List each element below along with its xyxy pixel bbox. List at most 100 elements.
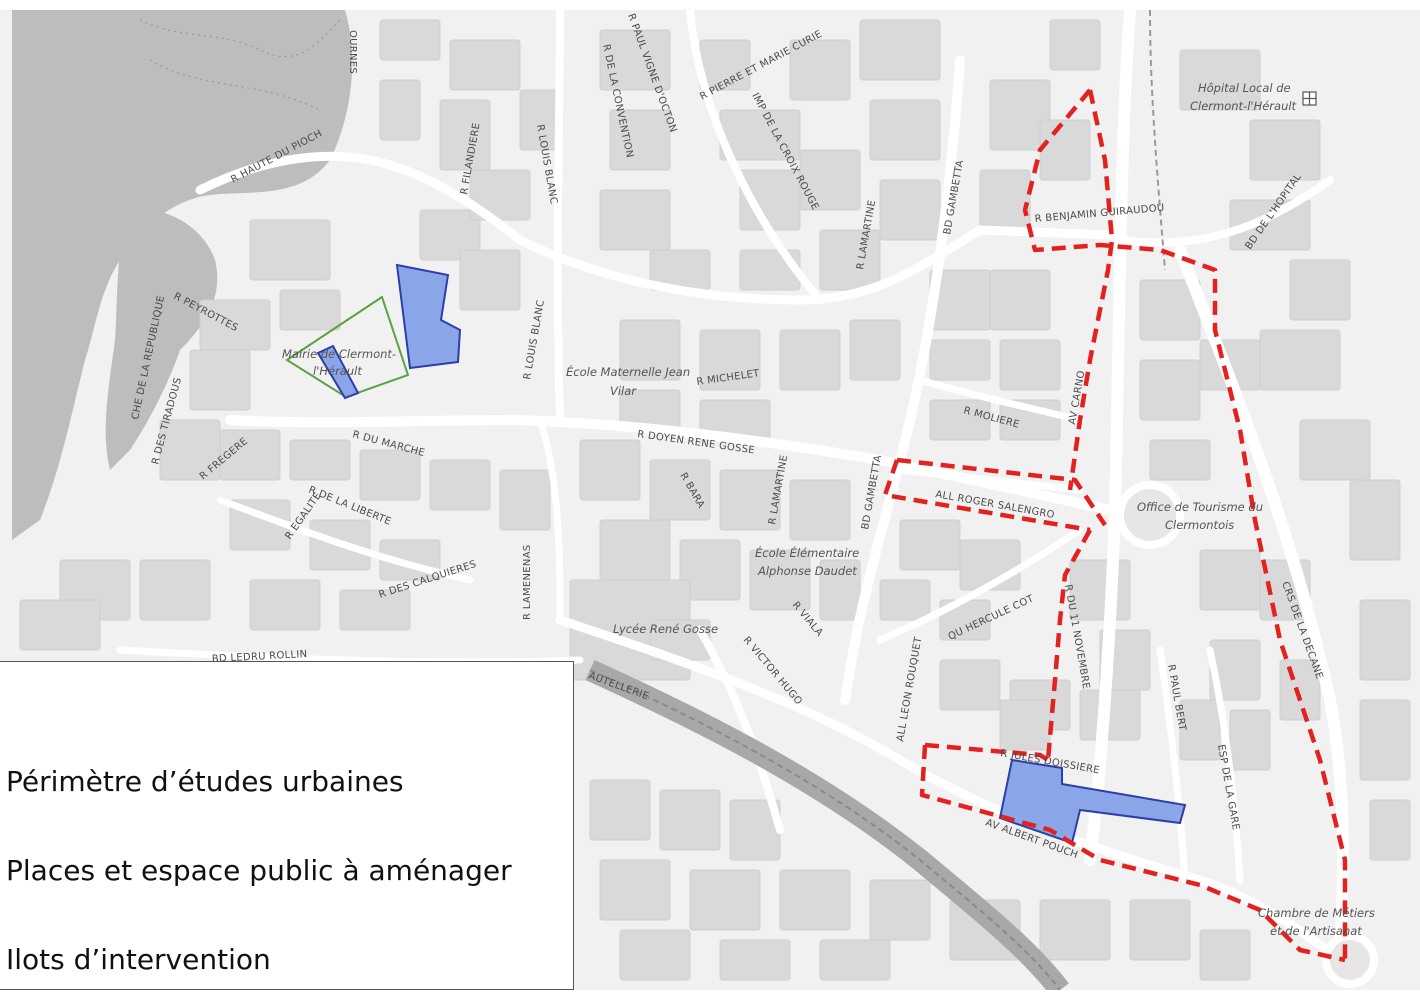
poi-label: Vilar	[610, 384, 637, 398]
city-block	[1049, 19, 1101, 71]
city-block	[849, 319, 901, 381]
roundabout-south	[1322, 932, 1378, 988]
city-block	[1179, 49, 1261, 111]
city-block	[989, 269, 1051, 331]
city-block	[929, 339, 991, 381]
city-block	[359, 449, 421, 501]
street-label: BD LEDRU ROLLIN	[212, 649, 308, 665]
city-block	[1289, 259, 1351, 321]
city-block	[499, 469, 551, 531]
intervention-block-north[interactable]	[395, 263, 462, 370]
city-block	[279, 289, 341, 331]
legend-item-perimetre: Périmètre d’études urbaines	[6, 765, 404, 798]
railway-north	[1149, 9, 1166, 271]
city-block	[619, 319, 681, 381]
city-block	[779, 869, 851, 931]
poi-label: Mairie de Clermont-	[282, 347, 396, 361]
city-block	[249, 579, 321, 631]
hospital-icon	[1302, 91, 1317, 106]
city-block	[749, 549, 811, 611]
poi-labels: Hôpital Local de Clermont-l'HéraultMairie…	[282, 81, 1375, 938]
poi-label: Alphonse Daudet	[757, 564, 857, 578]
city-block	[439, 99, 491, 171]
city-block	[939, 659, 1001, 711]
city-block	[379, 19, 441, 61]
city-block	[819, 559, 861, 621]
study-perimeter[interactable]	[882, 88, 1348, 963]
city-block	[1179, 699, 1221, 761]
city-block	[739, 249, 801, 291]
city-block	[859, 19, 941, 81]
city-block	[1069, 559, 1131, 621]
poi-label: Clermont-l'Hérault	[1190, 99, 1297, 113]
legend-item-places: Places et espace public à aménager	[6, 854, 512, 887]
city-block	[189, 349, 251, 411]
city-block	[1299, 419, 1371, 481]
city-block	[979, 169, 1031, 231]
intervention-block-mairie[interactable]	[316, 344, 360, 400]
intervention-block-south[interactable]	[998, 758, 1187, 845]
city-block	[429, 459, 491, 511]
city-block	[19, 599, 101, 651]
city-block	[1229, 199, 1311, 251]
street-label: OURNES	[347, 30, 358, 74]
city-block	[1259, 329, 1341, 391]
poi-label: École Élémentaire	[755, 545, 859, 560]
public-space-mairie[interactable]	[285, 295, 410, 399]
city-block	[819, 939, 891, 981]
poi-label: Hôpital Local de	[1198, 81, 1291, 95]
city-block	[879, 179, 941, 241]
city-block	[999, 339, 1061, 391]
city-block	[1039, 119, 1091, 181]
city-block	[719, 469, 781, 531]
city-block	[1249, 119, 1321, 181]
city-block	[599, 519, 671, 581]
city-block	[1139, 359, 1201, 421]
city-block	[1129, 899, 1191, 961]
legend-item-ilots: Ilots d’intervention	[6, 943, 271, 976]
poi-label: École Maternelle Jean	[566, 364, 690, 379]
city-block	[599, 859, 671, 921]
city-block	[579, 439, 641, 501]
city-block	[219, 429, 281, 481]
poi-label: Clermontois	[1165, 518, 1234, 532]
city-block	[789, 39, 851, 101]
city-block	[899, 519, 961, 571]
city-block	[869, 879, 931, 941]
city-block	[949, 899, 1021, 961]
railway-track	[589, 669, 1061, 991]
poi-label: Chambre de Métiers	[1258, 906, 1375, 920]
city-block	[719, 939, 791, 981]
city-block	[619, 929, 691, 981]
city-block	[139, 559, 211, 621]
city-block	[599, 189, 671, 251]
city-block	[1369, 799, 1411, 861]
city-block	[459, 249, 521, 311]
map-top-margin	[0, 0, 1420, 10]
city-block	[1199, 929, 1251, 981]
city-block	[1199, 549, 1261, 611]
intervention-blocks	[316, 263, 1187, 845]
water-dots	[139, 19, 341, 111]
city-block	[1039, 899, 1111, 961]
city-block	[1149, 439, 1211, 481]
city-block	[779, 329, 841, 391]
city-block	[1229, 709, 1271, 771]
city-block	[659, 789, 721, 851]
city-blocks	[19, 19, 1411, 981]
city-block	[989, 79, 1051, 151]
poi-label: Office de Tourisme du	[1137, 500, 1263, 514]
city-block	[929, 399, 991, 441]
city-block	[869, 99, 941, 161]
city-block	[1349, 479, 1401, 561]
city-block	[609, 109, 671, 171]
city-block	[1209, 639, 1261, 701]
city-block	[589, 779, 651, 841]
poi-label: Lycée René Gosse	[613, 622, 718, 636]
city-block	[699, 329, 761, 391]
city-block	[1359, 599, 1411, 681]
city-block	[379, 79, 421, 141]
city-block	[789, 479, 851, 541]
